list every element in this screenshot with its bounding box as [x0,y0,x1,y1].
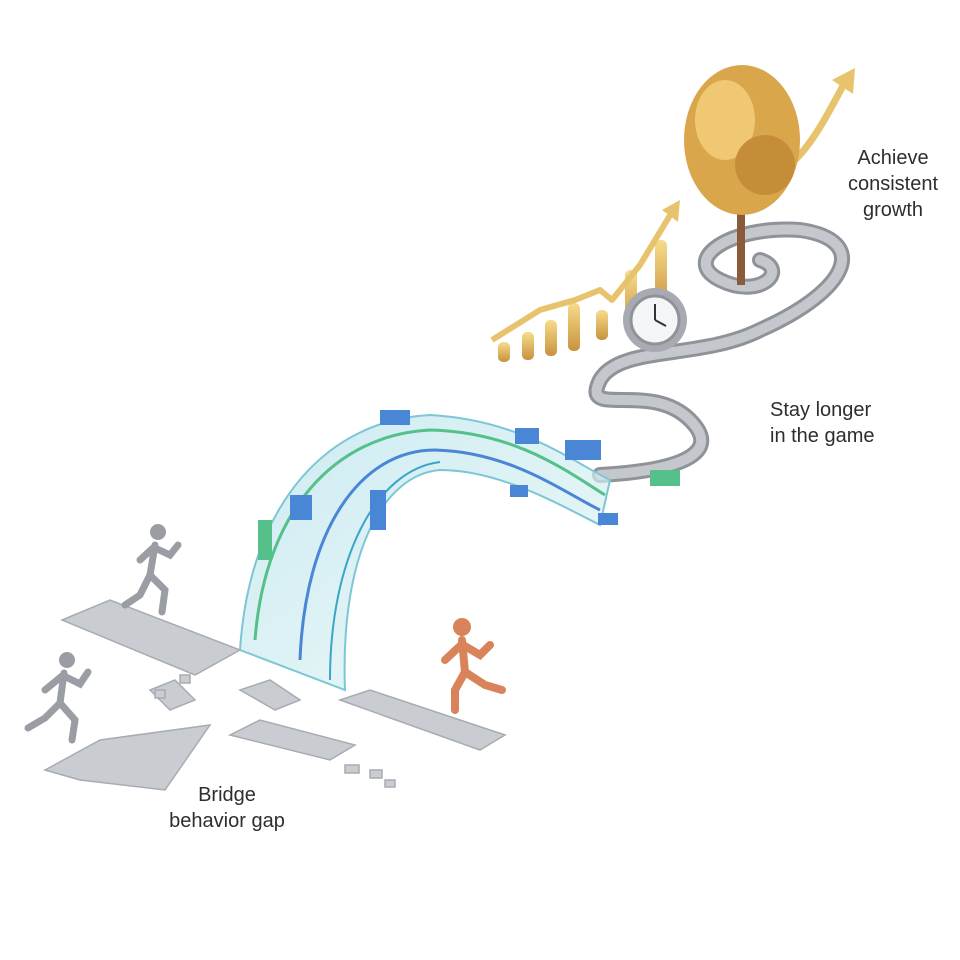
golden-tree [684,65,800,285]
broken-slabs [43,599,507,791]
label-bridge-gap: Bridge behavior gap [169,784,285,832]
growth-arrow-small [490,200,680,343]
clock-gear-icon [623,288,687,352]
runner-grey-bottom [24,652,92,744]
runner-orange [441,618,506,714]
data-bridge [238,410,680,692]
label-achieve-growth: Achieve consistent growth [847,147,939,221]
label-stay-longer: Stay longer in the game [770,399,875,447]
winding-road [588,221,851,483]
runner-grey-top [121,524,182,616]
growth-arrow-large [792,68,855,163]
